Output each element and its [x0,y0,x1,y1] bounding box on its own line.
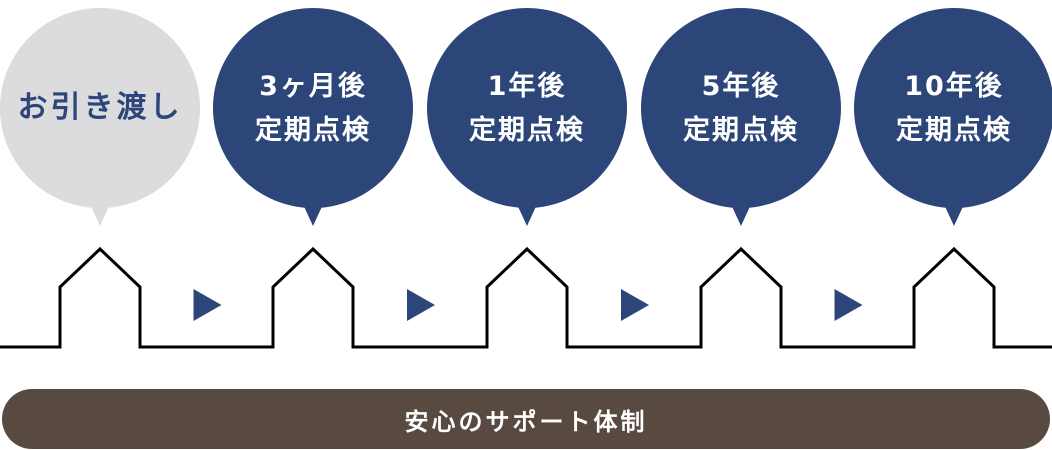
bubble-pointer [301,200,325,226]
step-label-line2: 定期点検 [255,115,371,146]
step-label-line1: お引き渡し [17,90,183,125]
bubble-pointer [515,200,539,226]
step-label-line2: 定期点検 [683,115,799,146]
step-bubble [0,8,200,208]
step-label: お引き渡し [0,86,200,130]
step-label-line2: 定期点検 [896,115,1012,146]
triangle-right-icon [407,289,435,321]
step-bubble [641,8,841,208]
step-label-line2: 定期点検 [469,115,585,146]
bubble-pointer [942,200,966,226]
step-bubble [854,8,1052,208]
triangle-right-icon [621,289,649,321]
step-label-line1: 5年後 [701,71,781,102]
step-label-line1: 10年後 [904,71,1004,102]
house-outline-icon [0,246,1052,349]
support-banner-label: 安心のサポート体制 [404,407,648,436]
step-bubble [427,8,627,208]
triangle-right-icon [193,289,222,321]
step-bubble [213,8,413,208]
triangle-right-icon [834,289,863,321]
step-label: 5年後定期点検 [641,65,841,153]
step-label-line1: 1年後 [487,71,567,102]
bubble-pointer [88,200,112,226]
bubble-pointer [729,200,753,226]
step-label-line1: 3ヶ月後 [259,71,367,102]
step-label: 10年後定期点検 [854,65,1052,153]
step-label: 1年後定期点検 [427,65,627,153]
support-banner: 安心のサポート体制 [2,389,1050,449]
step-label: 3ヶ月後定期点検 [213,65,413,153]
